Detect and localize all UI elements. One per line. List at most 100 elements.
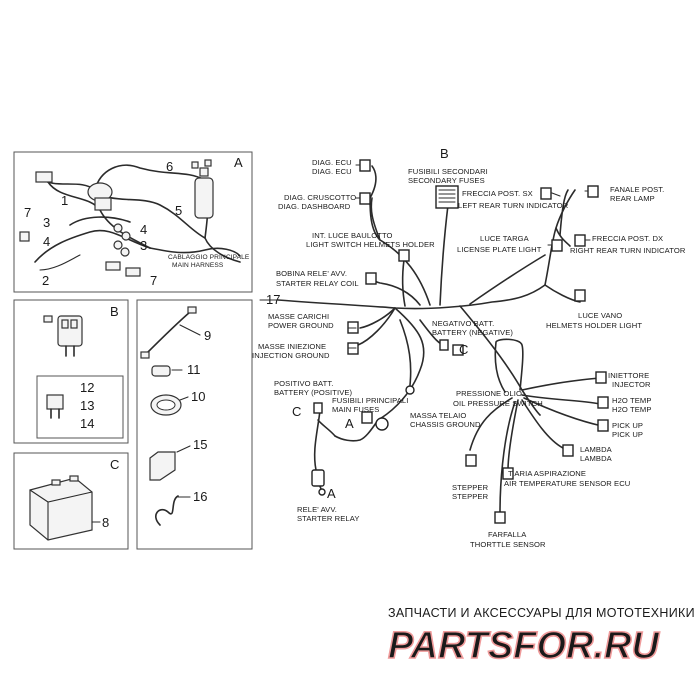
battery-negative-marker-c: C xyxy=(459,342,468,357)
label-int-luce-baulotto: INT. LUCE BAULOTTO xyxy=(312,231,393,240)
part-3b-number: 3 xyxy=(140,238,147,253)
label-air-temp-sensor: AIR TEMPERATURE SENSOR ECU xyxy=(504,479,630,488)
label-light-switch-helmets: LIGHT SWITCH HELMETS HOLDER xyxy=(306,240,435,249)
part-9-number: 9 xyxy=(204,328,211,343)
part-5-number: 5 xyxy=(175,203,182,218)
main-harness-caption-it: CABLAGGIO PRINCIPALE xyxy=(168,254,250,261)
part-6-number: 6 xyxy=(166,159,173,174)
label-positivo-batt: POSITIVO BATT. xyxy=(274,379,334,388)
panel-a: A 1 2 3 3 xyxy=(13,151,253,293)
part-8-number: 8 xyxy=(102,515,109,530)
part-4b-number: 4 xyxy=(140,222,147,237)
label-secondary-fuses: SECONDARY FUSES xyxy=(408,176,485,185)
diag-ecu-connector xyxy=(359,159,371,172)
panel-d: 9 11 10 15 16 xyxy=(136,299,253,550)
label-right-rear-turn: RIGHT REAR TURN INDICATOR xyxy=(570,246,686,255)
panel-c: C 8 xyxy=(13,452,129,550)
label-diag-ecu-it: DIAG. ECU xyxy=(312,158,352,167)
label-power-ground: POWER GROUND xyxy=(268,321,334,330)
diag-dashboard-connector xyxy=(359,192,371,205)
label-h2o-temp-it: H2O TEMP xyxy=(612,396,651,405)
throttle-connector xyxy=(494,511,506,524)
battery-negative-connector xyxy=(439,339,449,351)
label-lambda-en: LAMBDA xyxy=(580,454,613,463)
part-10-number: 10 xyxy=(191,389,205,404)
chassis-ground-terminal xyxy=(405,385,415,395)
part-4-number: 4 xyxy=(43,234,50,249)
stepper-connector xyxy=(465,454,477,467)
panel-b-letter: B xyxy=(110,304,119,319)
panel-c-letter: C xyxy=(110,457,119,472)
label-battery-negative: BATTERY (NEGATIVE) xyxy=(432,328,513,337)
helmets-holder-light-connector xyxy=(574,289,586,302)
label-farfalla: FARFALLA xyxy=(488,530,527,539)
label-main-fuses: MAIN FUSES xyxy=(332,405,379,414)
part-1-number: 1 xyxy=(61,193,68,208)
watermark: ЗАПЧАСТИ И АКСЕССУАРЫ ДЛЯ МОТОТЕХНИКИ PA… xyxy=(387,606,695,668)
label-h2o-temp-en: H2O TEMP xyxy=(612,405,651,414)
label-pressione-olio: PRESSIONE OLIO xyxy=(456,389,522,398)
label-fanale-post: FANALE POST. xyxy=(610,185,664,194)
watermark-brand: PARTSFOR.RU xyxy=(388,625,660,667)
secondary-fuses-block xyxy=(435,185,459,209)
label-bobina-rele: BOBINA RELE' AVV. xyxy=(276,269,347,278)
harness-illustration xyxy=(19,159,241,277)
right-rear-turn-connector xyxy=(574,234,586,247)
part-2-number: 2 xyxy=(42,273,49,288)
part-3-number: 3 xyxy=(43,215,50,230)
label-iniettore: INIETTORE xyxy=(608,371,649,380)
fuse-box-icon xyxy=(43,315,83,357)
license-plate-connector xyxy=(551,239,563,252)
panel-a-letter: A xyxy=(234,155,243,170)
starter-relay-connector xyxy=(311,469,325,487)
label-injection-ground: INJECTION GROUND xyxy=(252,351,330,360)
label-freccia-post-dx: FRECCIA POST. DX xyxy=(592,234,663,243)
label-throttle-sensor: THORTTLE SENSOR xyxy=(470,540,546,549)
pick-up-connector xyxy=(597,419,609,432)
panel-b: B 12 13 14 xyxy=(13,299,129,444)
fuse-holder-icon xyxy=(375,417,389,431)
label-starter-relay: STARTER RELAY xyxy=(297,514,360,523)
label-masse-iniezione: MASSE INIEZIONE xyxy=(258,342,326,351)
label-negativo-batt: NEGATIVO BATT. xyxy=(432,319,494,328)
label-stepper-it: STEPPER xyxy=(452,483,489,492)
part-16-number: 16 xyxy=(193,489,207,504)
main-fuses-connector xyxy=(361,411,373,424)
label-diag-dashboard: DIAG. DASHBOARD xyxy=(278,202,351,211)
injector-connector xyxy=(595,371,607,384)
part-15-number: 15 xyxy=(193,437,207,452)
left-rear-turn-connector xyxy=(540,187,552,200)
starter-relay-marker-a: A xyxy=(327,486,336,501)
watermark-tagline: ЗАПЧАСТИ И АКСЕССУАРЫ ДЛЯ МОТОТЕХНИКИ xyxy=(388,606,695,620)
panel-d-frame xyxy=(136,299,253,550)
harness-marker-17: 17 xyxy=(266,292,280,307)
fuse-icon xyxy=(46,394,64,419)
label-oil-pressure: OIL PRESSURE SWITCH xyxy=(453,399,543,408)
label-luce-vano: LUCE VANO xyxy=(578,311,622,320)
label-rear-lamp: REAR LAMP xyxy=(610,194,655,203)
part-7-number: 7 xyxy=(24,205,31,220)
connector-icon xyxy=(151,365,171,377)
label-fusibili-principali: FUSIBILI PRINCIPALI xyxy=(332,396,408,405)
label-injector: INJECTOR xyxy=(612,380,651,389)
label-starter-relay-coil: STARTER RELAY COIL xyxy=(276,279,359,288)
label-t-aria: T ARIA ASPIRAZIONE xyxy=(508,469,586,478)
label-freccia-post-sx: FRECCIA POST. SX xyxy=(462,189,533,198)
wiring-schematic: 17 B A A C C DIAG. ECU DIAG. ECU DIAG. C… xyxy=(252,146,686,549)
part-7b-number: 7 xyxy=(150,273,157,288)
label-diag-cruscotto: DIAG. CRUSCOTTO xyxy=(284,193,356,202)
label-lambda-it: LAMBDA xyxy=(580,445,613,454)
main-harness-caption-en: MAIN HARNESS xyxy=(172,262,224,269)
air-temp-connector xyxy=(502,467,514,480)
harness-plug-icon xyxy=(35,171,53,183)
label-battery-positive: BATTERY (POSITIVE) xyxy=(274,388,353,397)
battery-icon xyxy=(29,475,93,541)
label-left-rear-turn: LEFT REAR TURN INDICATOR xyxy=(458,201,569,210)
grommet-icon xyxy=(194,177,214,219)
main-fuses-marker-a: A xyxy=(345,416,354,431)
rear-lamp-connector xyxy=(587,185,599,198)
cable-tie-icon xyxy=(155,495,179,526)
label-license-plate: LICENSE PLATE LIGHT xyxy=(457,245,542,254)
negative-c-terminal xyxy=(452,344,464,356)
